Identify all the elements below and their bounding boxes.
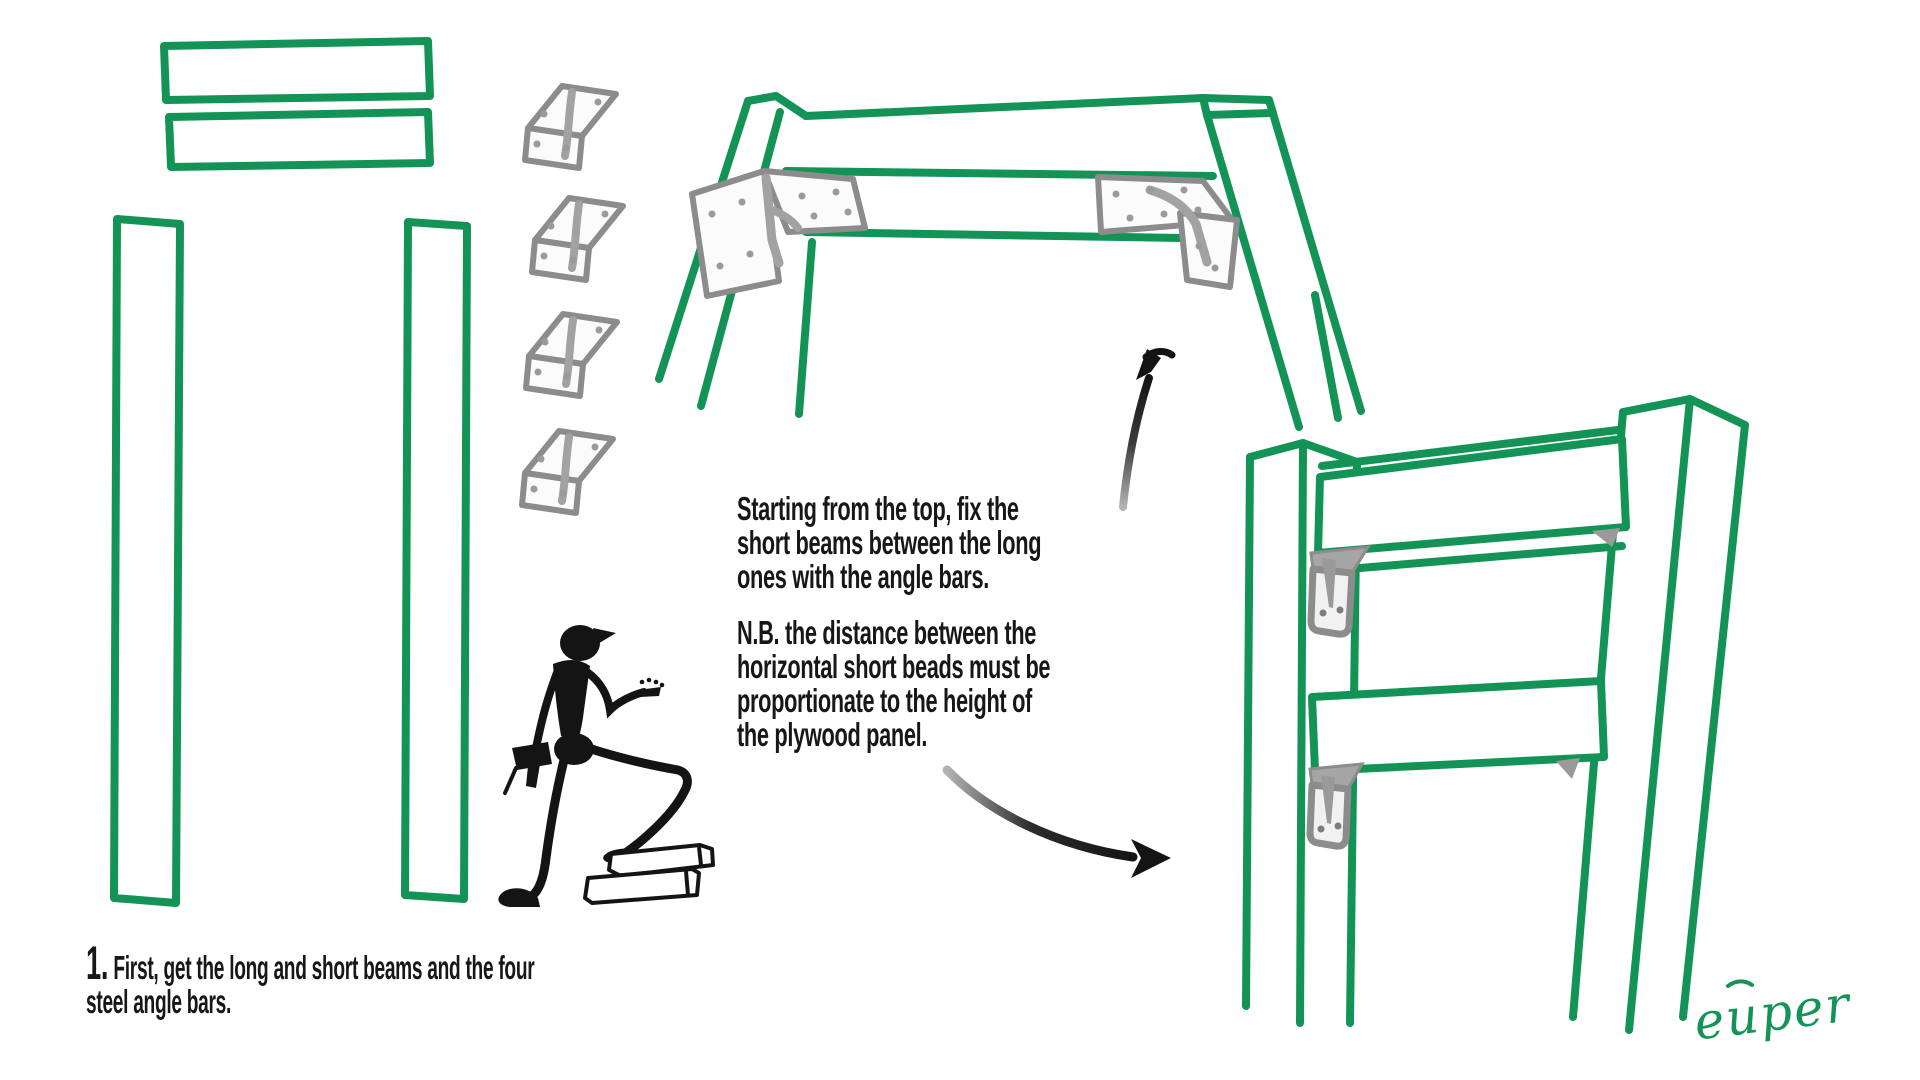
step1-line2: steel angle bars.	[86, 983, 232, 1020]
note-line: proportionate to the height of	[737, 682, 1032, 719]
note-line: the plywood panel.	[737, 716, 928, 753]
board-stack-sketch	[583, 843, 715, 905]
arrow-down-to-side-assembly	[942, 765, 1171, 878]
side-assembly-sketch	[1242, 395, 1749, 1034]
angle-bracket-icons	[522, 86, 623, 513]
assembly-note: Starting from the top, fix the short bea…	[737, 490, 1051, 753]
note-line: N.B. the distance between the	[737, 614, 1037, 651]
long-beams-sketch	[110, 215, 471, 907]
angle-bracket-icon	[522, 431, 613, 513]
open-palm	[638, 687, 661, 697]
step1-line1: 1.First, get the long and short beams an…	[86, 939, 535, 986]
step1-text: First, get the long and short beams and …	[113, 949, 535, 986]
note-line: short beams between the long	[737, 524, 1042, 561]
cap-brim	[593, 628, 616, 645]
angle-bracket-icon	[526, 314, 617, 396]
short-beams-sketch	[160, 37, 434, 171]
angle-bracket-icon	[532, 198, 623, 280]
note-line: ones with the angle bars.	[737, 558, 989, 595]
step-number: 1.	[86, 936, 109, 989]
side-assembly-brackets	[1306, 528, 1620, 850]
arrow-up-to-top-assembly	[1119, 348, 1176, 511]
drill-icon	[503, 742, 552, 795]
step1-caption: 1.First, get the long and short beams an…	[86, 939, 535, 1020]
worker-figure	[498, 625, 692, 907]
signature-flourish	[1726, 979, 1754, 988]
note-line: horizontal short beads must be	[737, 648, 1051, 685]
top-assembly-right-bracket	[1095, 174, 1240, 290]
angle-bracket-icon	[525, 86, 616, 168]
note-line: Starting from the top, fix the	[737, 490, 1019, 527]
side-bracket-upper	[1307, 545, 1371, 638]
top-assembly-sketch	[655, 92, 1365, 431]
side-bracket-lower	[1306, 762, 1365, 850]
top-assembly-left-bracket	[689, 168, 868, 299]
